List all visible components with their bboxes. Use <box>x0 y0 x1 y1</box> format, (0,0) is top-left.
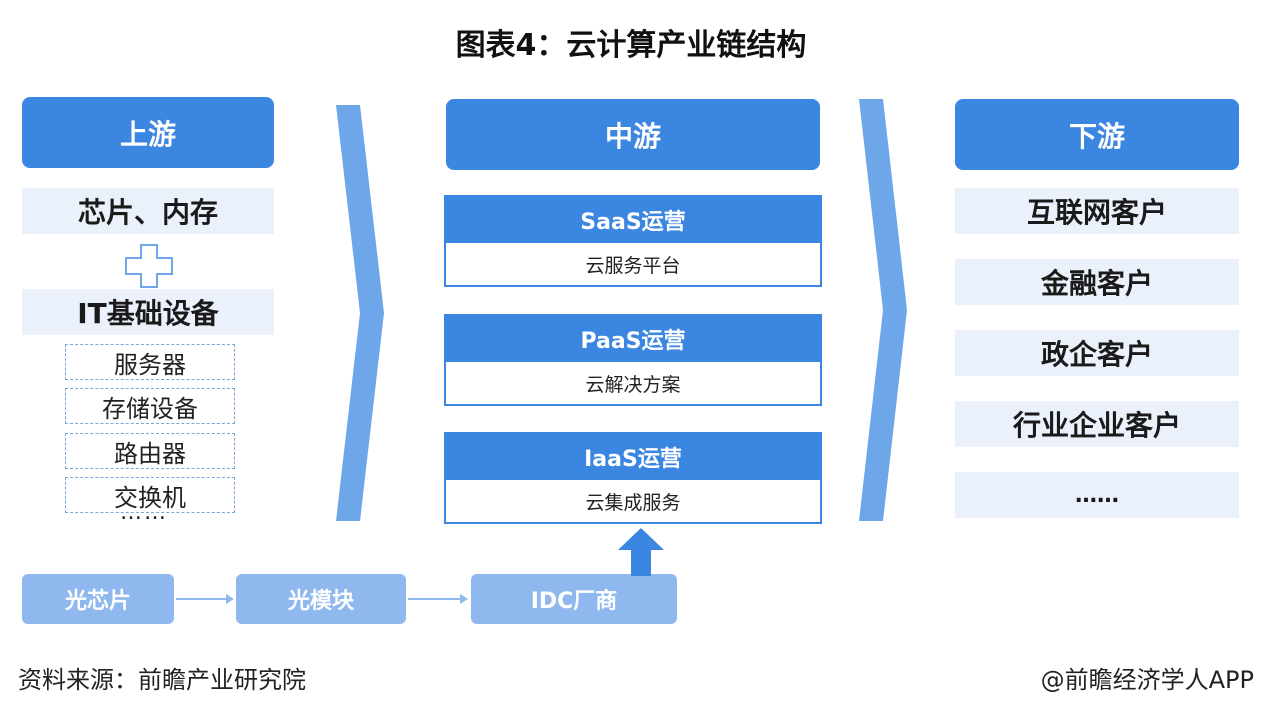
upstream-it-infra: IT基础设备 <box>22 289 274 335</box>
plus-icon <box>125 244 173 288</box>
customer-item: 行业企业客户 <box>955 401 1239 447</box>
arrow-right-icon <box>408 594 468 604</box>
chevron-arrow-icon <box>336 105 384 521</box>
arrow-right-icon <box>176 594 234 604</box>
supply-chain-item: IDC厂商 <box>471 574 677 624</box>
supply-chain-item: 光芯片 <box>22 574 174 624</box>
customer-item: …… <box>955 472 1239 518</box>
diagram-title: 图表4：云计算产业链结构 <box>455 28 807 63</box>
customer-item: 互联网客户 <box>955 188 1239 234</box>
ops-desc: 云解决方案 <box>585 373 681 396</box>
device-item: 服务器 <box>65 344 235 380</box>
ops-title: SaaS运营 <box>446 197 820 243</box>
ops-title: IaaS运营 <box>446 434 820 480</box>
upstream-chips: 芯片、内存 <box>22 188 274 234</box>
device-item: 存储设备 <box>65 388 235 424</box>
chevron-arrow-icon <box>859 99 907 521</box>
credit-note: @前瞻经济学人APP <box>1040 666 1254 694</box>
supply-chain-item: 光模块 <box>236 574 406 624</box>
device-item: 交换机 <box>65 477 235 513</box>
ops-desc: 云服务平台 <box>585 254 681 277</box>
arrow-up-icon <box>618 528 664 576</box>
customer-item: 金融客户 <box>955 259 1239 305</box>
device-item: 路由器 <box>65 433 235 469</box>
customer-item: 政企客户 <box>955 330 1239 376</box>
ops-desc: 云集成服务 <box>585 491 681 514</box>
paas-ops-box: PaaS运营 云解决方案 <box>444 314 822 406</box>
saas-ops-box: SaaS运营 云服务平台 <box>444 195 822 287</box>
downstream-header: 下游 <box>955 99 1239 170</box>
upstream-header: 上游 <box>22 97 274 168</box>
upstream-more: …… <box>120 500 168 525</box>
source-note: 资料来源：前瞻产业研究院 <box>18 666 306 694</box>
midstream-header: 中游 <box>446 99 820 170</box>
ops-title: PaaS运营 <box>446 316 820 362</box>
iaas-ops-box: IaaS运营 云集成服务 <box>444 432 822 524</box>
